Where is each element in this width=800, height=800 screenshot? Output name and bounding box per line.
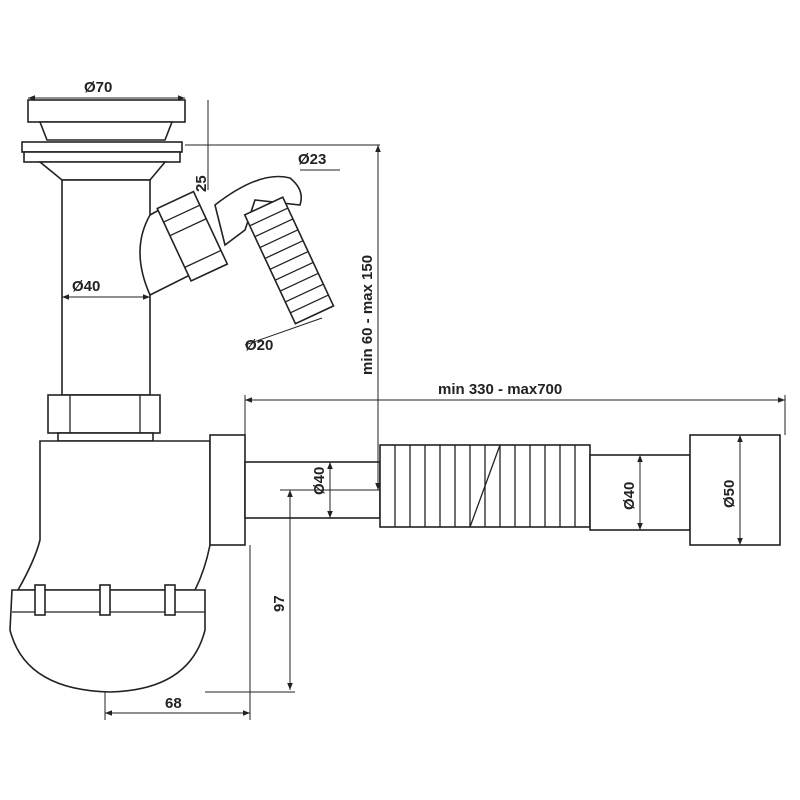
dim-outlet-near-diameter: Ø40	[311, 467, 328, 495]
dim-outlet-end-diameter: Ø50	[721, 480, 738, 508]
strainer	[21, 99, 186, 181]
dim-inlet-hose-diameter: Ø20	[245, 337, 273, 354]
vertical-pipe	[61, 179, 151, 396]
outlet-pipe	[209, 434, 781, 546]
dim-inlet-outer-diameter: Ø23	[298, 151, 326, 168]
dim-height-range: min 60 - max 150	[359, 255, 376, 375]
dim-outlet-length-range: min 330 - max700	[438, 381, 562, 398]
side-inlet	[139, 175, 335, 325]
dim-outlet-height: 97	[271, 595, 288, 612]
dim-outlet-offset: 68	[165, 695, 182, 712]
dim-inlet-offset: 25	[193, 175, 210, 192]
dimension-lines	[28, 95, 786, 720]
dim-outlet-pipe-diameter: Ø40	[621, 482, 638, 510]
dim-vertical-pipe-diameter: Ø40	[72, 278, 100, 295]
trap-body	[9, 394, 211, 693]
dim-strainer-diameter: Ø70	[84, 79, 112, 96]
